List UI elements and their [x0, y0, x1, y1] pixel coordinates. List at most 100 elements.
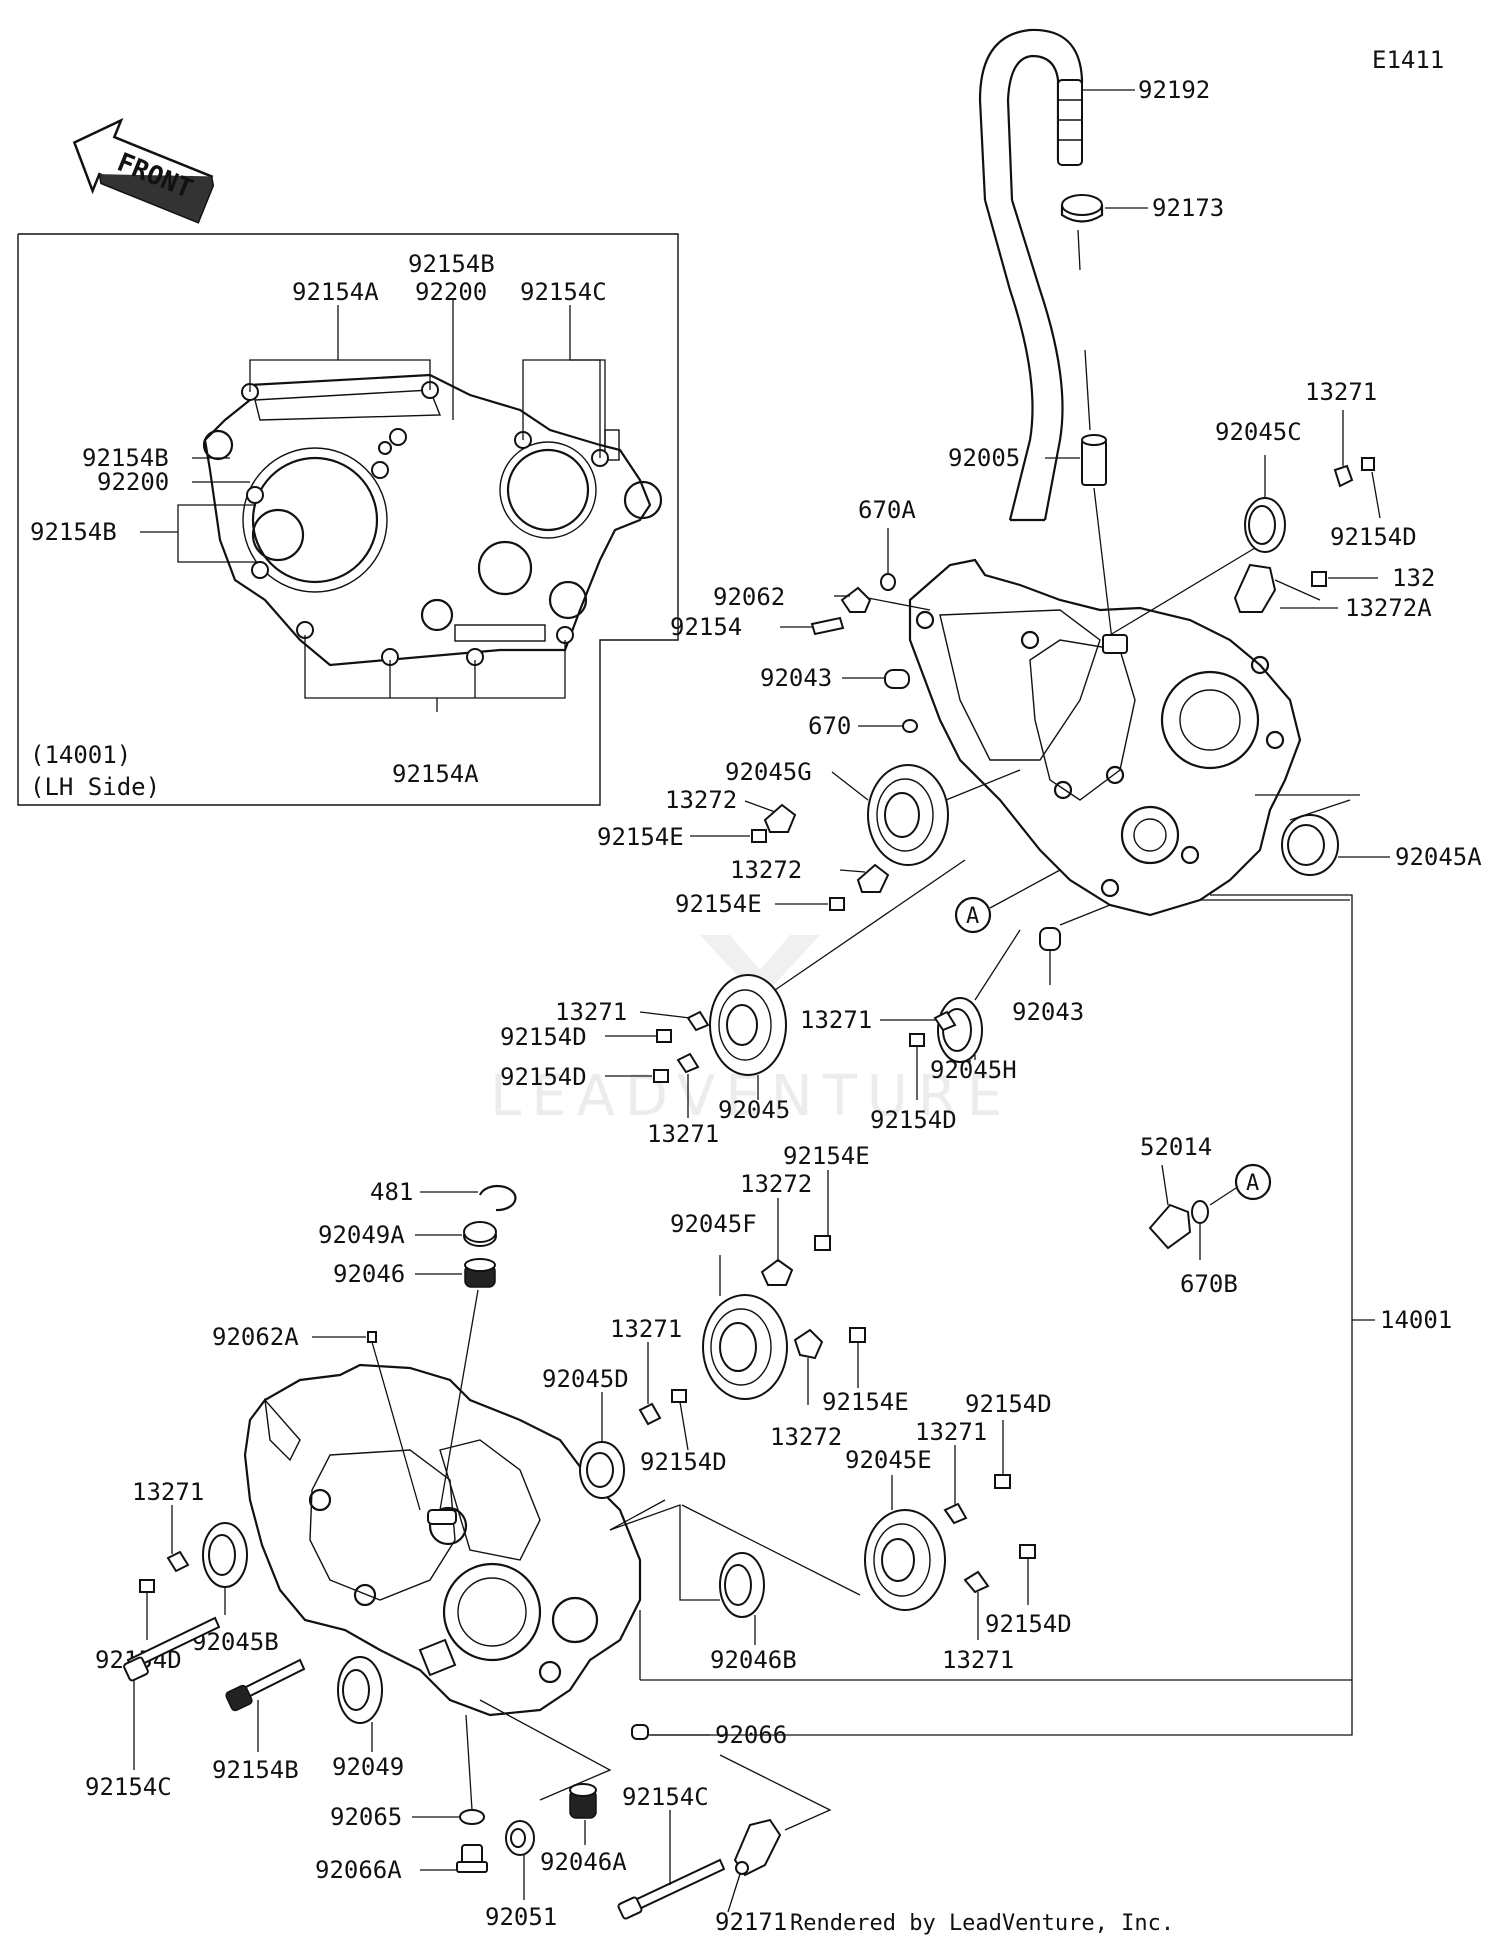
label-13271-tr: 13271 [1305, 378, 1377, 406]
label-92045g: 92045G [725, 758, 812, 786]
oil-seal-92045a: 92045A [1281, 799, 1482, 876]
label-92154e-d: 92154E [822, 1388, 909, 1416]
label-92154b-left2: 92154B [30, 518, 117, 546]
label-670b: 670B [1180, 1270, 1238, 1298]
label-13271-l: 13271 [132, 1478, 204, 1506]
label-132: 132 [1392, 564, 1435, 592]
label-92154e-b: 92154E [675, 890, 762, 918]
label-92154d-e: 92154D [965, 1390, 1052, 1418]
bearing-92045d: 13271 92154D 92045D [542, 1315, 727, 1499]
bearing-92045g: 92045G [725, 758, 1021, 866]
label-92173: 92173 [1152, 194, 1224, 222]
label-92065: 92065 [330, 1803, 402, 1831]
pin-92062a: 92062A [212, 1323, 421, 1511]
label-92154b-top: 92154B [408, 250, 495, 278]
label-52014: 52014 [1140, 1133, 1212, 1161]
label-92154b-l: 92154B [212, 1756, 299, 1784]
label-13272-a: 13272 [665, 786, 737, 814]
label-92154d-tr: 92154D [1330, 523, 1417, 551]
callout-a-lower-letter: A [1246, 1171, 1259, 1196]
assembly-14001-bracket: 14001 [640, 894, 1452, 1736]
circlip-481: 481 92049A 92046 [318, 1178, 517, 1511]
label-92154d-m1: 92154D [500, 1023, 587, 1051]
bearing-92045f: 92045F 13272 92154E 13272 92154E [670, 1142, 909, 1451]
front-direction-arrow-icon: FRONT [72, 117, 215, 224]
label-92154c-top: 92154C [520, 278, 607, 306]
callout-a-upper-letter: A [966, 904, 979, 929]
label-14001: 14001 [1380, 1306, 1452, 1334]
label-92154d-f: 92154D [985, 1610, 1072, 1638]
label-92046: 92046 [333, 1260, 405, 1288]
label-92066: 92066 [715, 1721, 787, 1749]
plate-13272-b: 13272 92154E [675, 856, 890, 918]
bearing-92046a: 92046A [479, 1699, 627, 1876]
label-92154d-m2: 92154D [500, 1063, 587, 1091]
dowel-92043-top: 92043 670 [760, 664, 918, 740]
label-92005: 92005 [948, 444, 1020, 472]
label-92154: 92154 [670, 613, 742, 641]
label-92051: 92051 [485, 1903, 557, 1931]
label-92049: 92049 [332, 1753, 404, 1781]
seal-92051: 92051 [485, 1820, 557, 1931]
label-92062a: 92062A [212, 1323, 299, 1351]
label-13272-b: 13272 [730, 856, 802, 884]
label-13271-f: 13271 [942, 1646, 1014, 1674]
label-13271-m1: 13271 [555, 998, 627, 1026]
label-92043-mid: 92043 [1012, 998, 1084, 1026]
bolt-92154c-left: 92154C [85, 1616, 221, 1801]
label-92154b-left: 92154B [82, 444, 169, 472]
label-92043-top: 92043 [760, 664, 832, 692]
label-13272-d: 13272 [770, 1423, 842, 1451]
bolt-92154c-bottom: 92154C [617, 1783, 726, 1920]
bearing-92045: 92045 13271 92154D 92154D 13271 [500, 859, 966, 1148]
label-92154a-bottom: 92154A [392, 760, 479, 788]
label-13272-c: 13272 [740, 1170, 812, 1198]
bearing-92045e: 92045E 13271 92154D 13271 92154D [845, 1390, 1072, 1674]
left-crankcase-half [243, 1363, 666, 1717]
diagram-code: E1411 [1372, 46, 1444, 74]
label-670: 670 [808, 712, 851, 740]
credit-text: Rendered by LeadVenture, Inc. [790, 1911, 1174, 1936]
label-92154d-m3: 92154D [870, 1106, 957, 1134]
inset-side: (LH Side) [30, 773, 160, 801]
lh-side-inset: 92154A 92154B 92200 92154C 92154B 92200 … [17, 233, 679, 806]
label-92045a: 92045A [1395, 843, 1482, 871]
label-13271-c: 13271 [610, 1315, 682, 1343]
label-13272a: 13272A [1345, 594, 1432, 622]
drain-bolt-92066a: 92065 92066A [315, 1714, 488, 1884]
label-92045e: 92045E [845, 1446, 932, 1474]
plate-13272-a: 13272 92154E [597, 786, 797, 851]
label-92192: 92192 [1138, 76, 1210, 104]
oil-seal-92045h: 13271 92045H 92154D [800, 929, 1021, 1134]
callout-a-upper: A [954, 869, 1061, 934]
breather-hose-group: 92192 92173 92005 [948, 28, 1224, 641]
label-92045c: 92045C [1215, 418, 1302, 446]
label-92154d-c: 92154D [640, 1448, 727, 1476]
label-92200-top: 92200 [415, 278, 487, 306]
bolt-92154b-left: 92154B [212, 1658, 306, 1784]
label-92046a: 92046A [540, 1848, 627, 1876]
label-92154a-top: 92154A [292, 278, 379, 306]
label-92045h: 92045H [930, 1056, 1017, 1084]
dowel-92066: 92066 [631, 1721, 787, 1749]
label-92046b: 92046B [710, 1646, 797, 1674]
oil-seal-92049: 92049 [332, 1656, 404, 1781]
label-670a: 670A [858, 496, 916, 524]
label-92154e-a: 92154E [597, 823, 684, 851]
label-92049a: 92049A [318, 1221, 405, 1249]
label-92200-left: 92200 [97, 468, 169, 496]
sensor-52014: 52014 670B A [1140, 1133, 1272, 1298]
label-481: 481 [370, 1178, 413, 1206]
label-92066a: 92066A [315, 1856, 402, 1884]
right-crankcase-half [908, 558, 1360, 917]
label-92045f: 92045F [670, 1210, 757, 1238]
dowel-92043-mid: 92043 [1012, 904, 1111, 1026]
label-92154c-b: 92154C [622, 1783, 709, 1811]
oil-seal-92045c: 92045C [1109, 418, 1302, 636]
bearing-92046b: 92046B [609, 1504, 861, 1674]
label-13271-m3: 13271 [800, 1006, 872, 1034]
plate-13272a: 132 13272A [1233, 563, 1435, 622]
bracket-92171: 92171 [715, 1754, 832, 1936]
label-92154e-c: 92154E [783, 1142, 870, 1170]
